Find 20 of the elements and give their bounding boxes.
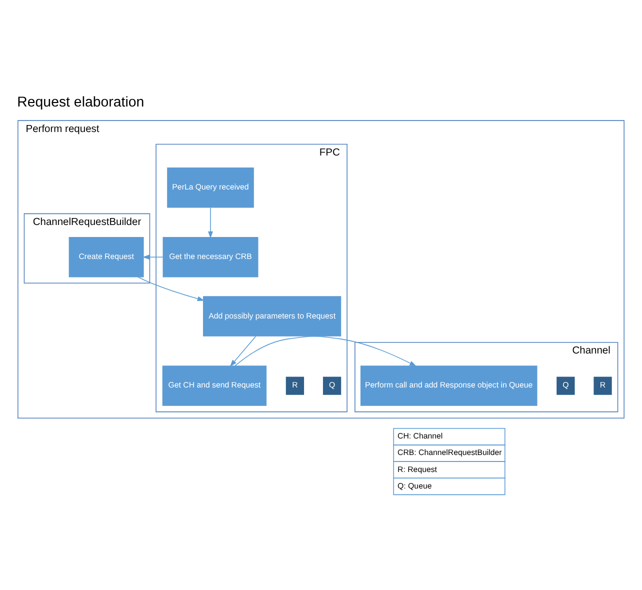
node-box: Q: [556, 376, 575, 395]
node-box: PerLa Query received: [167, 168, 254, 208]
node-box: Create Request: [68, 236, 144, 278]
node-box: R: [594, 376, 612, 395]
label: R: Request: [398, 464, 437, 474]
diagram-title: Request elaboration: [17, 94, 144, 111]
node-box: R: [286, 376, 304, 395]
node-box: Get the necessary CRB: [162, 236, 258, 278]
arrow: [137, 276, 205, 302]
node-box: Perform call and add Response object in Queue: [360, 366, 538, 406]
arrow: [142, 254, 164, 260]
label: CH: Channel: [398, 432, 443, 441]
arrow: [230, 336, 256, 367]
label: CRB: ChannelRequestBuilder: [398, 448, 502, 458]
node-box: Get CH and send Request: [162, 366, 267, 406]
label: Q: Queue: [398, 481, 432, 490]
node-box: Add possibly parameters to Request: [203, 296, 342, 336]
arrow: [208, 207, 213, 238]
node-box: Q: [322, 376, 342, 395]
arrow: [234, 336, 417, 367]
